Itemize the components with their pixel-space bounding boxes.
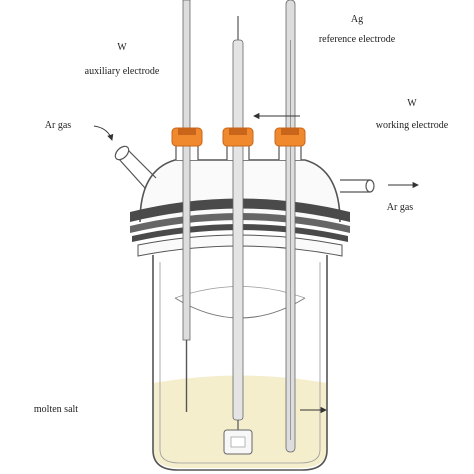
label-w-work: W	[407, 98, 417, 109]
arrow-gas-in	[93, 125, 114, 141]
label-w-aux: W	[117, 42, 127, 53]
reference-electrode	[285, 0, 296, 453]
label-ag-ref: Ag	[351, 14, 363, 25]
vessel-body	[152, 255, 328, 471]
vessel-inner-wall	[159, 262, 321, 464]
stopper-center	[222, 127, 254, 147]
label-ar-gas-out: Ar gas	[387, 202, 413, 213]
gas-outlet-arm	[340, 179, 375, 193]
label-aux-electrode: auxiliary electrode	[85, 66, 160, 77]
stopper-left	[171, 127, 203, 147]
stopper-right	[274, 127, 306, 147]
label-working-electrode: working electrode	[376, 120, 449, 131]
molten-salt-fill	[153, 375, 327, 468]
label-reference-electrode: reference electrode	[319, 34, 396, 45]
label-molten-salt: molten salt	[34, 404, 78, 415]
auxiliary-electrode	[182, 0, 191, 412]
gas-inlet-arm	[114, 145, 157, 189]
label-ar-gas-in: Ar gas	[45, 120, 71, 131]
